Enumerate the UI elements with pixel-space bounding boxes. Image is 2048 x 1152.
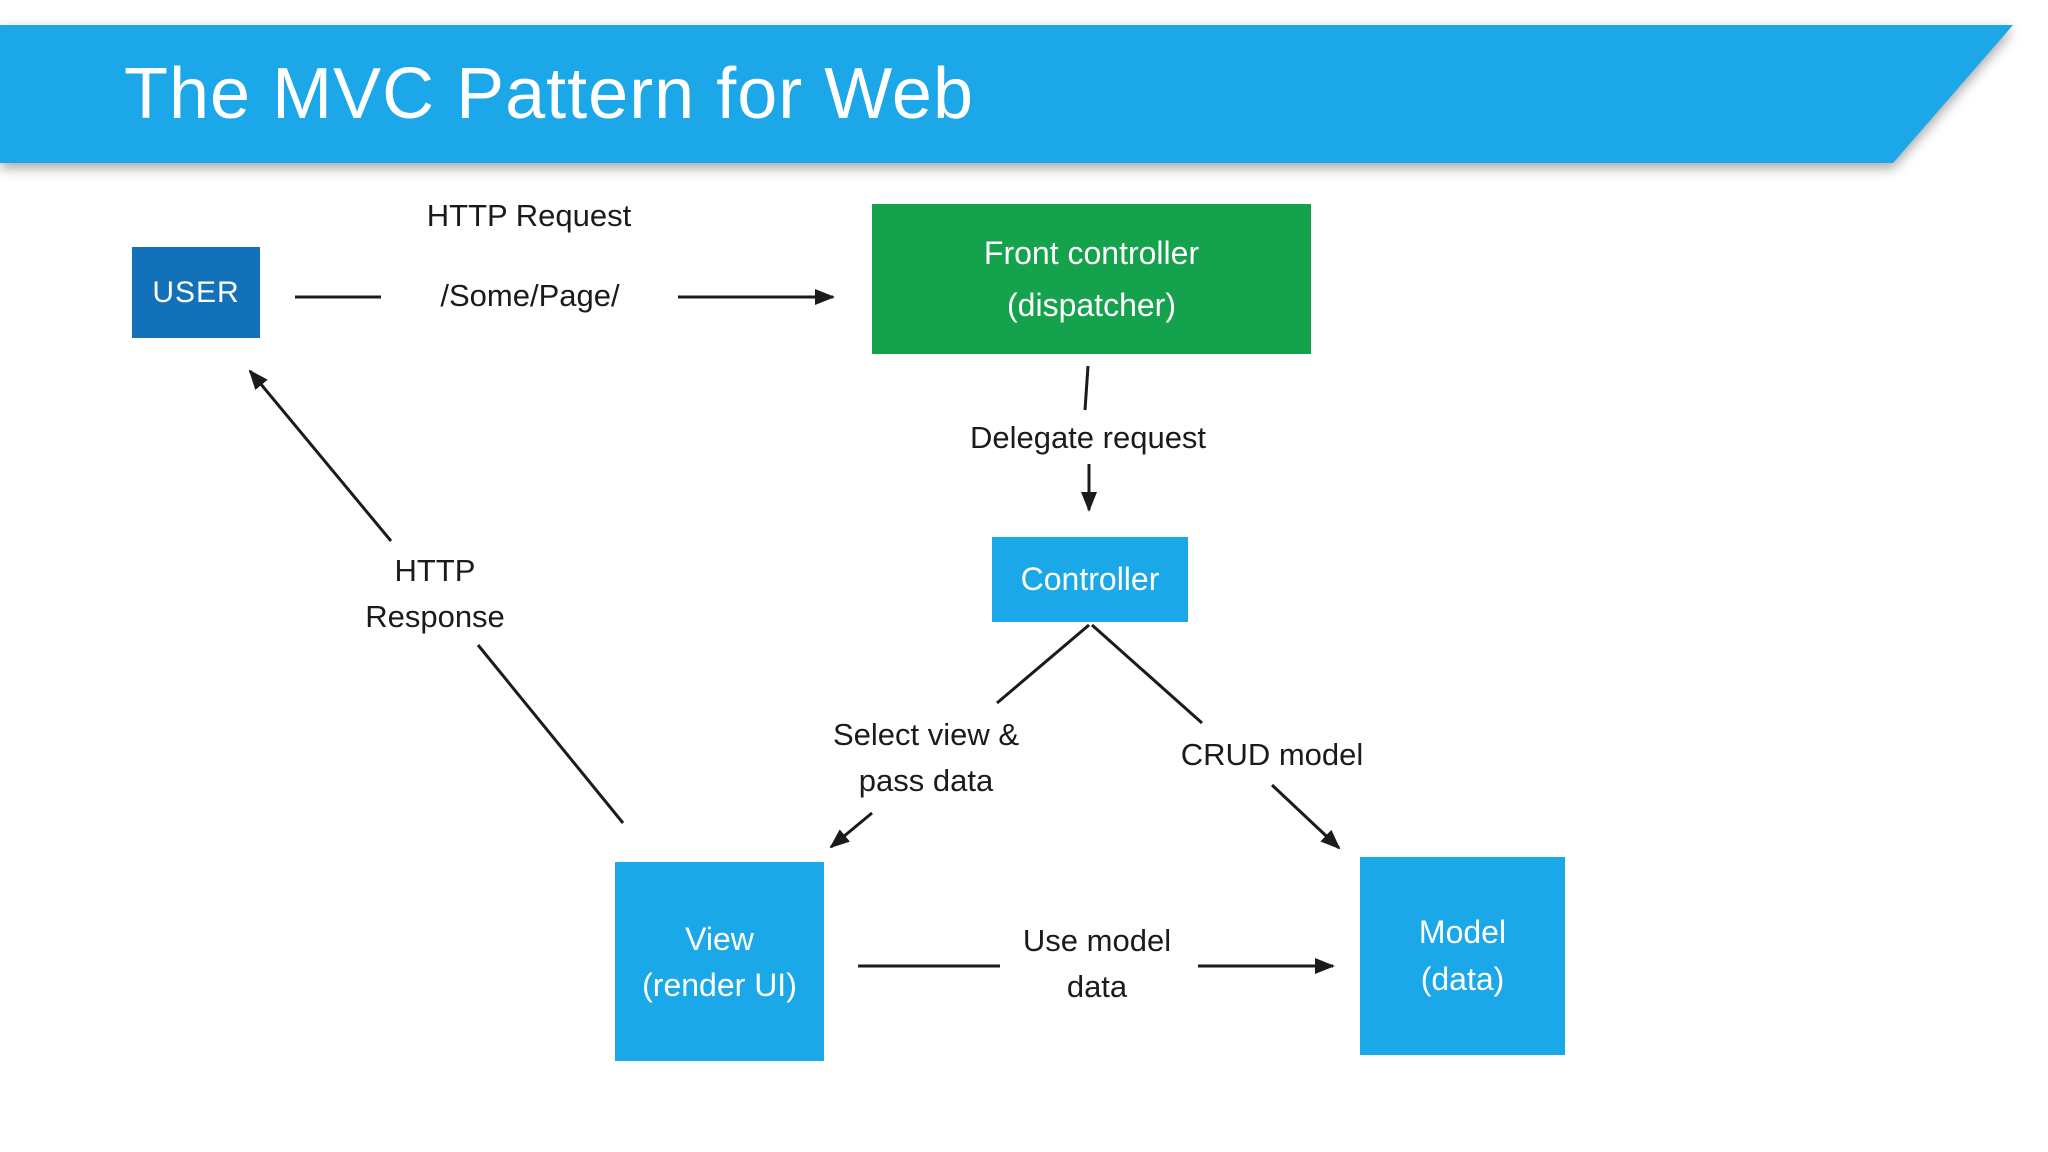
node-view: View (render UI) [615, 862, 824, 1061]
node-user-label: USER [152, 275, 240, 309]
http-response-arrow [248, 369, 393, 542]
node-front-controller-line1: Front controller [983, 235, 1200, 271]
edge-label-http-response-line2: Response [365, 599, 505, 634]
crud-model-arrow [1270, 783, 1341, 850]
edge-label-http-response-line1: HTTP [394, 553, 476, 588]
edge-label-select-view-line1: Select view & [832, 717, 1020, 752]
edge-label-use-model-data: Use model data [1023, 918, 1171, 1010]
node-controller: Controller [992, 537, 1188, 622]
slide-title: The MVC Pattern for Web [124, 54, 974, 134]
edge-label-http-request: HTTP Request [426, 198, 632, 233]
node-model: Model (data) [1360, 857, 1565, 1055]
banner-shape [0, 25, 2013, 163]
edge-label-http-response: HTTP Response [365, 548, 505, 640]
node-model-line1: Model [1418, 914, 1507, 950]
node-front-controller: Front controller (dispatcher) [872, 204, 1311, 354]
node-controller-label: Controller [1020, 561, 1160, 597]
node-user: USER [132, 247, 260, 338]
node-view-line1: View [685, 920, 754, 957]
node-model-line2: (data) [1420, 961, 1505, 997]
edge-label-delegate-request: Delegate request [969, 420, 1207, 455]
edge-label-use-model-data-line2: data [1066, 969, 1128, 1004]
edge-label-some-page: /Some/Page/ [440, 278, 620, 313]
edge-label-select-view: Select view & pass data [833, 712, 1019, 804]
crud-model-line-segment [1091, 623, 1203, 725]
delegate-request-line-segment [1083, 365, 1090, 411]
select-view-line-segment [996, 623, 1090, 705]
select-view-arrow [829, 811, 873, 849]
title-banner: The MVC Pattern for Web [0, 0, 2048, 170]
edge-label-select-view-line2: pass data [858, 763, 994, 798]
node-view-line2: (render UI) [642, 966, 797, 1003]
edge-label-use-model-data-line1: Use model [1022, 923, 1172, 958]
edge-label-crud-model: CRUD model [1180, 737, 1364, 772]
http-response-line-segment [476, 644, 625, 824]
node-front-controller-line2: (dispatcher) [1007, 287, 1176, 323]
